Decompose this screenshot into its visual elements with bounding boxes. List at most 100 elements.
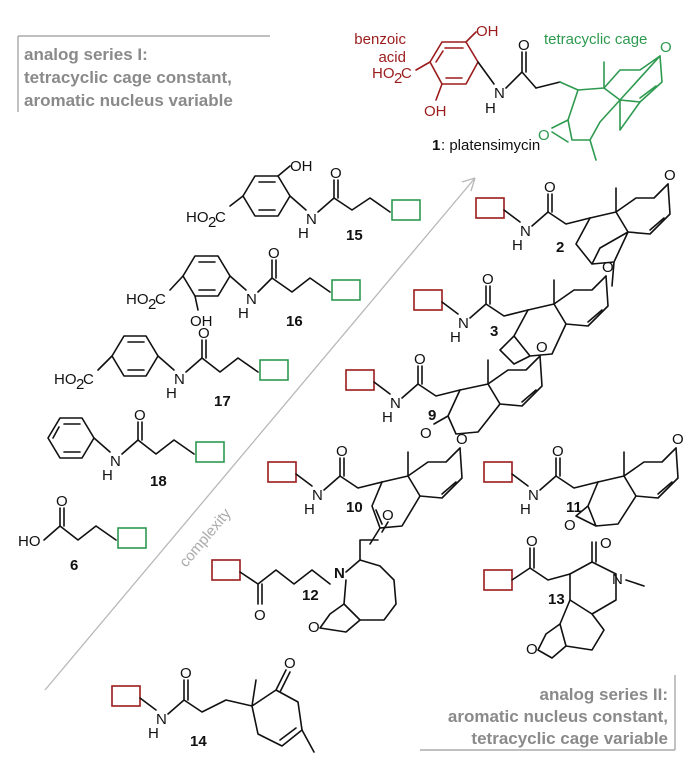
cage-label: tetracyclic cage bbox=[544, 31, 647, 48]
n-10: N bbox=[312, 487, 323, 504]
o-epoxide-11: O bbox=[564, 517, 576, 534]
o-17: O bbox=[198, 325, 210, 342]
n-16: N bbox=[246, 291, 257, 308]
o-13: O bbox=[526, 533, 538, 550]
aromatic-placeholder-12 bbox=[211, 559, 241, 581]
co2h-17b: 2 bbox=[76, 376, 84, 393]
o-6: O bbox=[56, 493, 68, 510]
nh-14: H bbox=[148, 725, 159, 742]
compound-9: N H O O O 9 bbox=[345, 339, 548, 442]
o-11: O bbox=[552, 443, 564, 460]
o-lactam-12: O bbox=[382, 507, 394, 524]
co2h-16b: 2 bbox=[148, 296, 156, 313]
o-ether-9: O bbox=[420, 425, 432, 442]
compound-15: OH HO 2 C N H O 15 bbox=[186, 158, 421, 244]
co2h-1c: C bbox=[401, 65, 412, 82]
o-ketone-11: O bbox=[672, 431, 684, 448]
co2h-1a: HO bbox=[372, 65, 395, 82]
nh-3: H bbox=[450, 329, 461, 346]
aromatic-placeholder-9 bbox=[345, 369, 375, 391]
o-14: O bbox=[180, 665, 192, 682]
compound-3: N H O O 3 bbox=[413, 259, 614, 365]
nh-17: H bbox=[166, 385, 177, 402]
oh-bottom-1: OH bbox=[424, 103, 447, 120]
compound-number-1: 1 bbox=[432, 137, 440, 154]
compound-number-2: 2 bbox=[556, 239, 564, 256]
o-ketone-10: O bbox=[456, 431, 468, 448]
series-two-line3: tetracyclic cage variable bbox=[471, 729, 668, 748]
aromatic-placeholder-2 bbox=[475, 197, 505, 219]
cage-placeholder-16 bbox=[331, 279, 361, 301]
o-2: O bbox=[544, 179, 556, 196]
compound-number-13: 13 bbox=[548, 591, 565, 608]
o-ketone-9: O bbox=[536, 339, 548, 356]
series-one-line3: aromatic nucleus variable bbox=[24, 91, 233, 110]
o-lactam-13: O bbox=[600, 535, 612, 552]
o-15: O bbox=[330, 165, 342, 182]
cage-placeholder-17 bbox=[259, 359, 289, 381]
n-13: N bbox=[612, 571, 623, 588]
compound-11: N H O O O 11 bbox=[483, 431, 684, 534]
nh-9: H bbox=[382, 409, 393, 426]
o-dioxole-13: O bbox=[526, 641, 538, 658]
aromatic-placeholder-13 bbox=[483, 569, 513, 591]
oh-top-1: OH bbox=[476, 23, 499, 40]
compound-18: N H O 18 bbox=[47, 407, 225, 490]
compound-number-12: 12 bbox=[302, 587, 319, 604]
series-one-line2: tetracyclic cage constant, bbox=[24, 68, 232, 87]
co2h-16c: C bbox=[155, 291, 166, 308]
aromatic-placeholder-3 bbox=[413, 289, 443, 311]
series-one-header: analog series I: tetracyclic cage consta… bbox=[17, 35, 270, 112]
compound-number-6: 6 bbox=[70, 557, 78, 574]
o-3: O bbox=[482, 271, 494, 288]
oh-16: OH bbox=[190, 313, 213, 330]
co2h-15c: C bbox=[215, 209, 226, 226]
nh-10: H bbox=[304, 501, 315, 518]
nh-15: H bbox=[298, 225, 309, 242]
o-dioxole-12: O bbox=[308, 619, 320, 636]
compound-2: N H O O 2 bbox=[475, 167, 676, 287]
compound-12: O N O O 12 bbox=[211, 507, 397, 636]
n-9: N bbox=[390, 395, 401, 412]
compound-10: N H O O 10 bbox=[267, 431, 468, 545]
o-ether-1: O bbox=[538, 127, 550, 144]
o-ketone-14: O bbox=[284, 655, 296, 672]
aromatic-placeholder-11 bbox=[483, 461, 513, 483]
compound-1-platensimycin: benzoic acid tetracyclic cage OH HO 2 C … bbox=[354, 23, 672, 161]
n-15: N bbox=[306, 211, 317, 228]
compound-number-16: 16 bbox=[286, 313, 303, 330]
compound-number-15: 15 bbox=[346, 227, 363, 244]
compound-name-1: : platensimycin bbox=[441, 137, 540, 154]
co2h-15b: 2 bbox=[208, 214, 216, 231]
nh-2: H bbox=[512, 237, 523, 254]
aromatic-placeholder-14 bbox=[111, 685, 141, 707]
benzoic-label-2: acid bbox=[378, 49, 406, 66]
o-ketone-2: O bbox=[664, 167, 676, 184]
compound-number-17: 17 bbox=[214, 393, 231, 410]
series-two-header: analog series II: aromatic nucleus const… bbox=[420, 675, 676, 751]
co2h-1b: 2 bbox=[394, 70, 402, 87]
n-12: N bbox=[334, 565, 345, 582]
n-18: N bbox=[110, 453, 121, 470]
series-one-line1: analog series I: bbox=[24, 45, 148, 64]
nh-18: H bbox=[102, 467, 113, 484]
compound-number-18: 18 bbox=[150, 473, 167, 490]
n-17: N bbox=[174, 371, 185, 388]
nh-11: H bbox=[520, 501, 531, 518]
compound-number-3: 3 bbox=[490, 323, 498, 340]
o-18: O bbox=[134, 407, 146, 424]
nh-16: H bbox=[238, 305, 249, 322]
n-2: N bbox=[520, 223, 531, 240]
o-12: O bbox=[254, 607, 266, 624]
ho-6: HO bbox=[18, 533, 41, 550]
cage-placeholder-15 bbox=[391, 199, 421, 221]
series-two-line1: analog series II: bbox=[540, 685, 669, 704]
o-10: O bbox=[336, 443, 348, 460]
o-amide-1: O bbox=[518, 37, 530, 54]
n-14: N bbox=[156, 711, 167, 728]
cage-placeholder-18 bbox=[195, 441, 225, 463]
compound-number-10: 10 bbox=[346, 499, 363, 516]
o-9: O bbox=[414, 351, 426, 368]
benzoic-label-1: benzoic bbox=[354, 31, 406, 48]
nh-1: H bbox=[485, 100, 496, 117]
